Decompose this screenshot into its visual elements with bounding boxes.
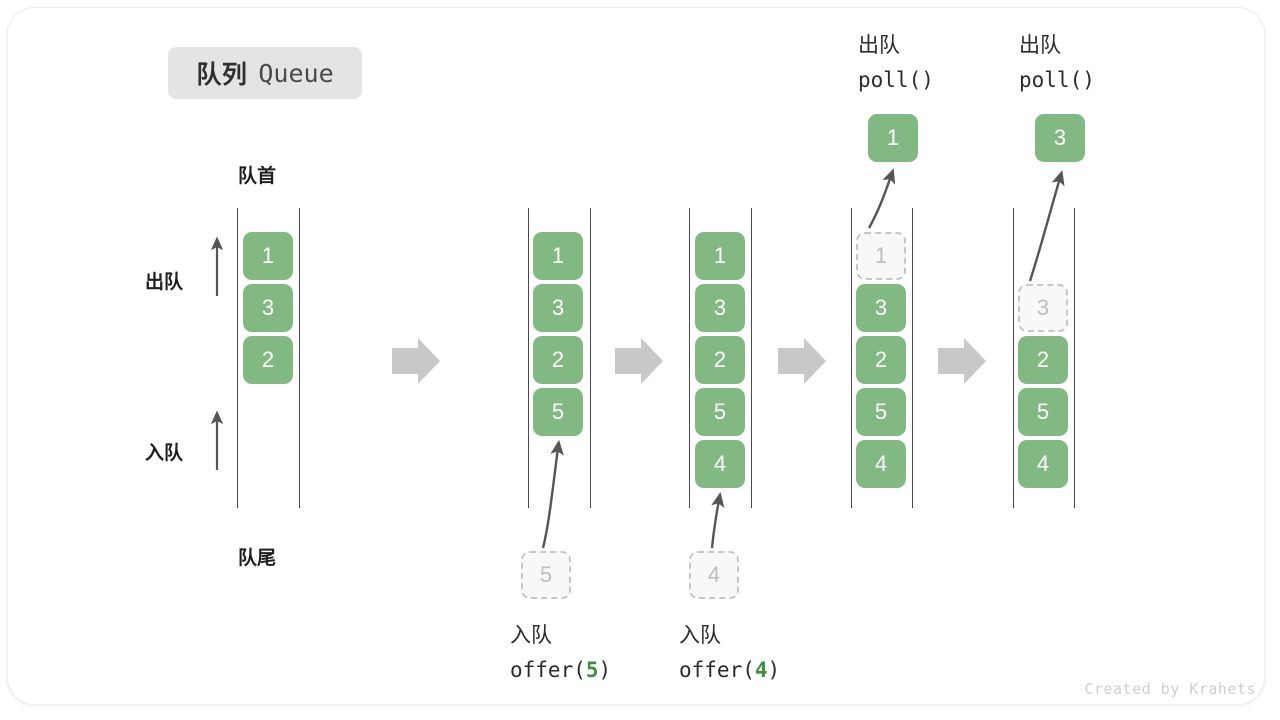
title-chinese: 队列 xyxy=(196,61,248,89)
queue-rail-left-1 xyxy=(237,208,238,508)
outgoing-ghost-block: 3 xyxy=(1018,284,1068,332)
dequeue-direction-label: 出队 xyxy=(145,272,184,293)
queue-block: 4 xyxy=(695,440,745,488)
queue-block: 2 xyxy=(695,336,745,384)
operation-label-line2: offer(5) xyxy=(510,658,612,682)
queue-block: 5 xyxy=(695,388,745,436)
queue-rail-right-3 xyxy=(751,208,752,508)
queue-rail-left-4 xyxy=(851,208,852,508)
polled-output-block: 1 xyxy=(868,114,918,162)
queue-block: 1 xyxy=(695,232,745,280)
operation-label-poll-3: 出队 poll() xyxy=(1019,28,1095,98)
operation-label-poll-1: 出队 poll() xyxy=(858,28,934,98)
queue-tail-label: 队尾 xyxy=(238,548,277,569)
queue-block: 5 xyxy=(856,388,906,436)
incoming-ghost-block: 5 xyxy=(521,551,571,599)
queue-rail-left-5 xyxy=(1013,208,1014,508)
queue-rail-right-5 xyxy=(1074,208,1075,508)
outgoing-ghost-block: 1 xyxy=(856,232,906,280)
queue-block: 2 xyxy=(243,336,293,384)
diagram-card xyxy=(8,8,1264,704)
queue-rail-right-4 xyxy=(912,208,913,508)
operation-label-line1: 入队 xyxy=(510,624,552,647)
queue-rail-right-2 xyxy=(590,208,591,508)
queue-block: 4 xyxy=(856,440,906,488)
queue-rail-left-2 xyxy=(528,208,529,508)
operation-label-offer-5: 入队 offer(5) xyxy=(510,618,611,688)
queue-rail-right-1 xyxy=(299,208,300,508)
operation-label-line2: offer(4) xyxy=(679,658,781,682)
queue-block: 3 xyxy=(243,284,293,332)
operation-label-offer-4: 入队 offer(4) xyxy=(679,618,780,688)
polled-output-block: 3 xyxy=(1035,114,1085,162)
enqueue-direction-label: 入队 xyxy=(145,443,184,464)
queue-block: 1 xyxy=(243,232,293,280)
operation-label-line1: 出队 xyxy=(1019,34,1061,57)
diagram-title-badge: 队列 Queue xyxy=(168,47,362,99)
queue-block: 2 xyxy=(533,336,583,384)
queue-rail-left-3 xyxy=(689,208,690,508)
queue-head-label: 队首 xyxy=(238,166,277,187)
queue-block: 2 xyxy=(1018,336,1068,384)
queue-block: 3 xyxy=(533,284,583,332)
queue-block: 5 xyxy=(533,388,583,436)
queue-block: 3 xyxy=(856,284,906,332)
queue-block: 5 xyxy=(1018,388,1068,436)
title-english: Queue xyxy=(258,58,334,88)
queue-block: 1 xyxy=(533,232,583,280)
operation-label-line2: poll() xyxy=(858,68,934,92)
operation-label-line1: 出队 xyxy=(858,34,900,57)
incoming-ghost-block: 4 xyxy=(689,551,739,599)
queue-block: 3 xyxy=(695,284,745,332)
operation-label-line1: 入队 xyxy=(679,624,721,647)
watermark: Created by Krahets xyxy=(1084,680,1256,698)
operation-label-line2: poll() xyxy=(1019,68,1095,92)
queue-block: 2 xyxy=(856,336,906,384)
queue-block: 4 xyxy=(1018,440,1068,488)
